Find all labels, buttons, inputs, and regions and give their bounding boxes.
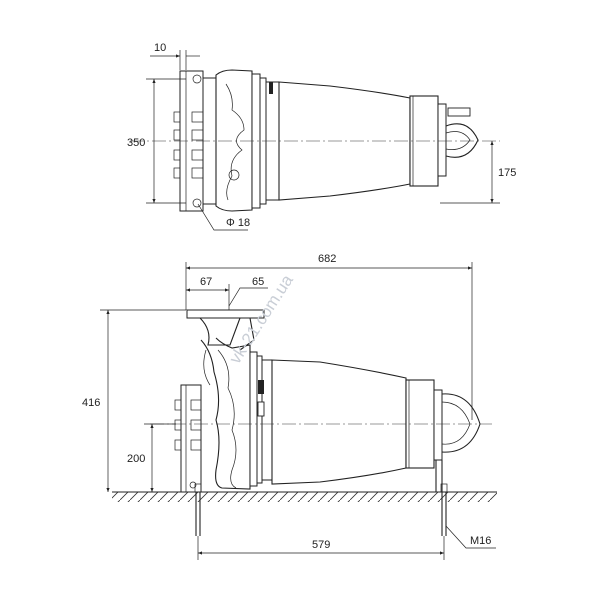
side-dim-offset-b: 65	[252, 276, 264, 288]
motor-housing	[215, 69, 253, 212]
side-view: 682 67 65 416 200 579 M16	[82, 253, 497, 560]
top-dim-flange: 10	[154, 42, 166, 54]
ground-hatch	[112, 492, 497, 502]
side-motor-cone	[271, 359, 407, 485]
mounting-hole-bottom	[192, 198, 202, 208]
side-dim-offset-a: 67	[200, 276, 212, 288]
lifting-handle	[445, 123, 479, 158]
anchor-bolts	[194, 483, 448, 536]
top-dim-height: 350	[127, 137, 145, 149]
top-dim-axis: 175	[498, 167, 516, 179]
side-dim-bolt: M16	[470, 535, 491, 547]
top-dim-hole: Φ 18	[226, 217, 250, 229]
side-dim-base: 579	[312, 539, 330, 551]
mounting-hole-top	[192, 74, 202, 84]
lifting-eye-small	[228, 169, 240, 181]
guide-bracket	[186, 309, 265, 319]
side-dim-length: 682	[318, 253, 336, 265]
side-motor-housing	[200, 337, 251, 490]
top-view: 10 350 175 Φ 18	[127, 42, 516, 231]
plate-bolts	[173, 111, 204, 179]
side-plate-bolts	[174, 399, 202, 451]
side-dim-height: 416	[82, 397, 100, 409]
side-dim-axis: 200	[127, 453, 145, 465]
